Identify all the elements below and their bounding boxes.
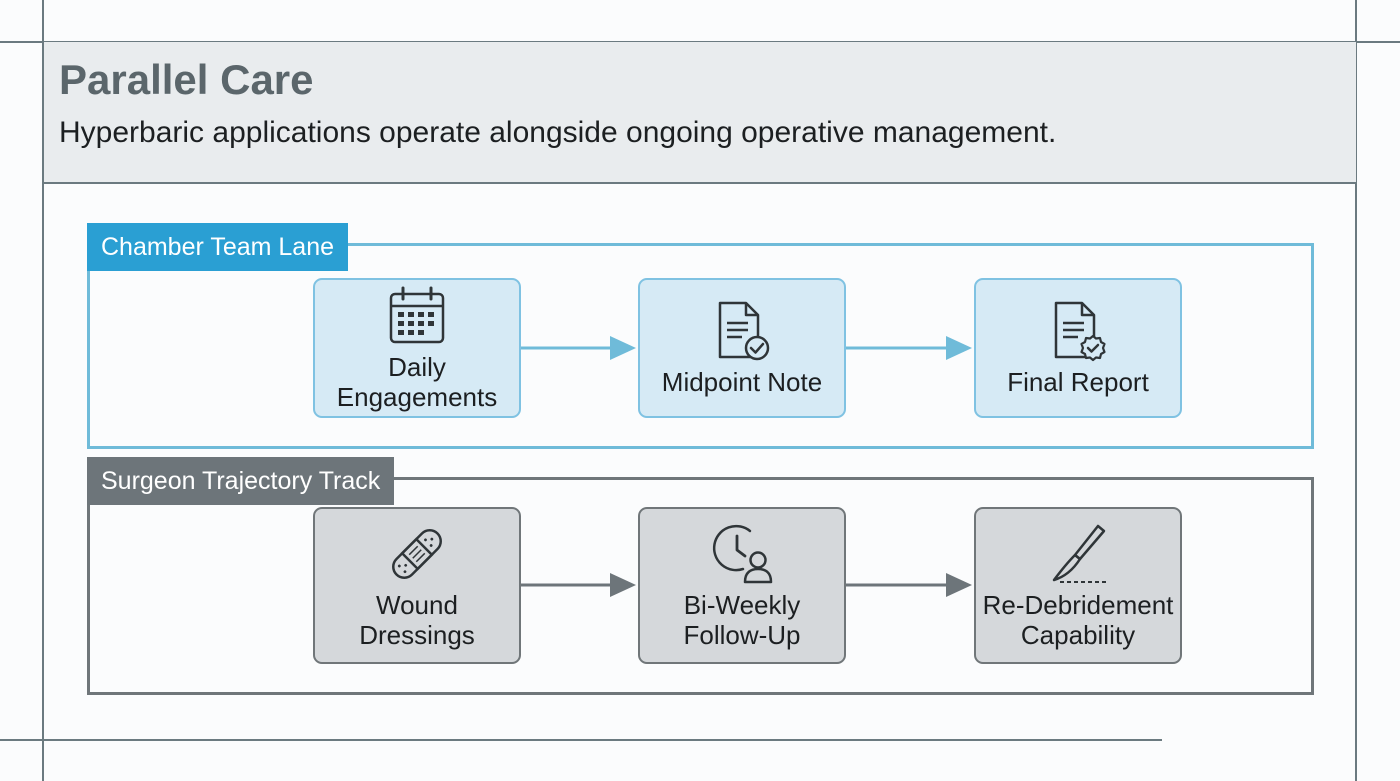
chamber-lane-label: Chamber Team Lane	[87, 223, 349, 271]
surgeon-trajectory-lane: Surgeon Trajectory Track	[87, 457, 1314, 695]
calendar-icon	[389, 286, 445, 344]
step-label-line: Follow-Up	[683, 619, 801, 650]
step-re-debridement-capability: Re-Debridement Capability	[974, 507, 1182, 664]
step-label-line: Final Report	[1007, 367, 1149, 397]
chamber-arrow-1	[521, 336, 636, 360]
step-label: Midpoint Note	[662, 367, 822, 397]
step-daily-engagements: Daily Engagements	[313, 278, 521, 418]
frame-bottom-line	[0, 739, 1162, 741]
frame-right-line	[1355, 0, 1357, 781]
bandage-icon	[392, 528, 442, 579]
step-label-line: Engagements	[336, 382, 498, 412]
step-label: Final Report	[1007, 367, 1149, 397]
surgeon-arrow-1	[521, 573, 636, 597]
step-label: Re-Debridement Capability	[983, 590, 1174, 650]
header-band: Parallel Care Hyperbaric applications op…	[44, 42, 1356, 182]
step-label-line: Midpoint Note	[661, 367, 823, 397]
step-label: Daily Engagements	[337, 352, 497, 412]
step-label-line: Re-Debridement	[982, 589, 1174, 620]
header-bottom-line	[42, 182, 1357, 184]
step-final-report: Final Report	[974, 278, 1182, 418]
step-bi-weekly-follow-up: Bi-Weekly Follow-Up	[638, 507, 846, 664]
step-label-line: Daily	[388, 352, 446, 382]
step-label: Wound Dressings	[359, 590, 475, 650]
chamber-arrow-2	[846, 336, 972, 360]
step-label: Bi-Weekly Follow-Up	[683, 590, 800, 650]
document-badge-icon	[1054, 301, 1106, 362]
step-label-line: Wound	[376, 589, 458, 620]
surgeon-lane-label: Surgeon Trajectory Track	[87, 457, 395, 505]
frame-left-line	[42, 0, 44, 781]
page-title: Parallel Care	[59, 56, 314, 103]
step-label-line: Dressings	[359, 619, 475, 650]
document-check-icon	[718, 301, 770, 361]
chamber-team-lane: Chamber Team Lane	[87, 223, 1314, 449]
step-label-line: Bi-Weekly	[683, 589, 801, 620]
step-wound-dressings: Wound Dressings	[313, 507, 521, 664]
surgeon-arrow-2	[846, 573, 972, 597]
step-label-line: Capability	[1020, 619, 1136, 650]
scalpel-icon	[1052, 524, 1108, 583]
page-subtitle: Hyperbaric applications operate alongsid…	[59, 116, 1057, 149]
clock-user-icon	[712, 524, 773, 583]
step-midpoint-note: Midpoint Note	[638, 278, 846, 418]
